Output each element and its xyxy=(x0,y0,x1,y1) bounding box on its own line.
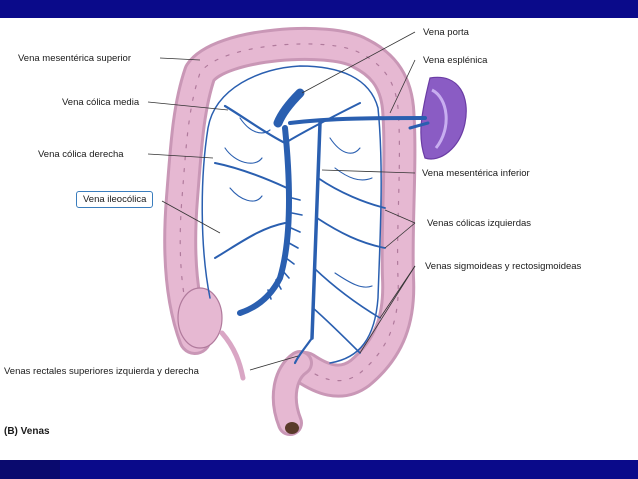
label-vena-ileocolica: Vena ileocólica xyxy=(76,191,154,208)
figure-caption: (B) Venas xyxy=(4,426,50,437)
label-vena-porta: Vena porta xyxy=(423,27,469,38)
label-vena-colica-media: Vena cólica media xyxy=(62,97,140,108)
venous-anatomy-figure xyxy=(147,26,467,436)
venous-network xyxy=(201,65,430,365)
label-vena-mesenterica-superior: Vena mesentérica superior xyxy=(18,53,132,64)
bottom-frame-accent xyxy=(0,460,60,479)
label-venas-colicas-izquierdas: Venas cólicas izquierdas xyxy=(427,218,532,229)
label-venas-rectales: Venas rectales superiores izquierda y de… xyxy=(4,366,199,377)
spleen xyxy=(420,76,467,160)
label-venas-sigmoideas: Venas sigmoideas y rectosigmoideas xyxy=(425,261,582,272)
bottom-frame-bar xyxy=(0,460,638,479)
label-vena-colica-derecha: Vena cólica derecha xyxy=(38,149,124,160)
label-vena-esplenica: Vena esplénica xyxy=(423,55,488,66)
leader-lines xyxy=(147,31,416,371)
label-vena-mesenterica-inferior: Vena mesentérica inferior xyxy=(422,168,530,179)
colon xyxy=(163,26,417,436)
top-frame-bar xyxy=(0,0,638,18)
